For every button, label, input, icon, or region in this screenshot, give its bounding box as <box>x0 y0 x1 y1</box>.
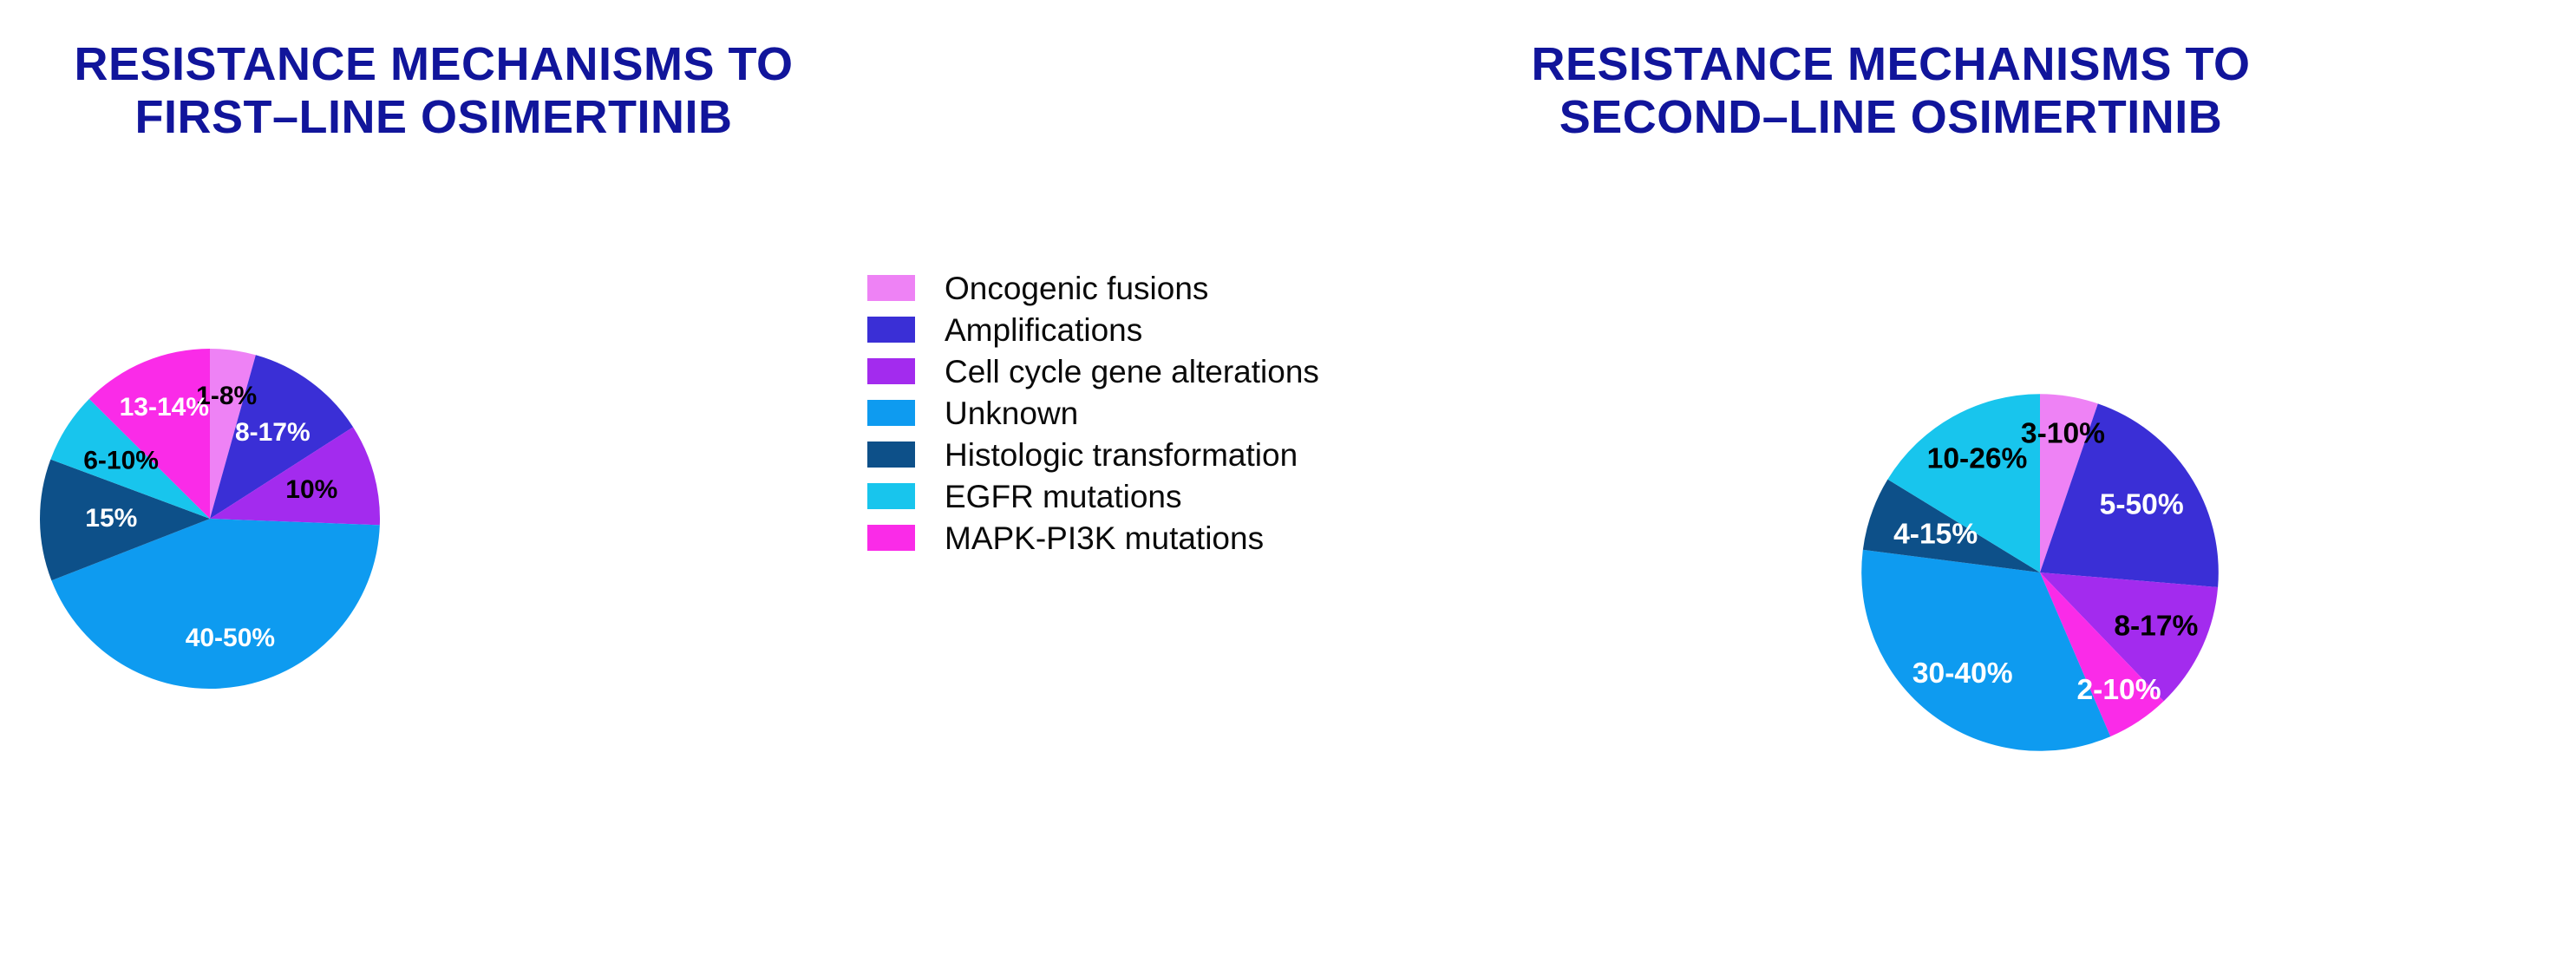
pie-slice <box>2040 394 2098 572</box>
pie-slice <box>1861 549 2111 751</box>
pie-chart-second-line: 3-10% 5-50% 8-17% 2-10% 30-40% 4-15% 10-26% <box>1858 390 2222 755</box>
pie-slice-label: 5-50% <box>2100 488 2184 520</box>
legend-item-label: Amplifications <box>945 311 1143 348</box>
pie-slice <box>2040 572 2164 737</box>
pie-slice-label: 15% <box>85 504 137 533</box>
pie-slice <box>210 427 381 526</box>
legend-item-label: MAPK-PI3K mutations <box>945 520 1265 556</box>
legend-item: Cell cycle gene alterations <box>867 354 1319 389</box>
legend-swatch-icon <box>867 483 915 509</box>
legend-item: MAPK-PI3K mutations <box>867 520 1319 555</box>
legend-item-label: EGFR mutations <box>945 478 1182 514</box>
legend-swatch-icon <box>867 275 915 301</box>
pie-slice <box>51 519 380 690</box>
pie-slice-label: 2-10% <box>2077 674 2161 706</box>
legend-item: Oncogenic fusions <box>867 271 1319 305</box>
pie-slice-label: 6-10% <box>83 446 159 474</box>
pie-slice <box>210 355 354 519</box>
pie-slice-label: 8-17% <box>2114 610 2198 642</box>
legend-item: Amplifications <box>867 312 1319 347</box>
pie-slice-label: 4-15% <box>1893 519 1978 551</box>
chart-title-first-line: RESISTANCE MECHANISMS TO FIRST–LINE OSIM… <box>74 38 794 143</box>
pie-slice <box>88 349 210 519</box>
pie-slice <box>2040 572 2219 702</box>
legend-item: Unknown <box>867 396 1319 430</box>
pie-slice <box>39 459 210 581</box>
legend-swatch-icon <box>867 317 915 343</box>
pie-slice <box>50 398 210 519</box>
legend-item-label: Unknown <box>945 395 1079 431</box>
pie-slice-label: 30-40% <box>1912 657 2013 690</box>
pie-slice-label: 8-17% <box>235 418 311 447</box>
pie-slice <box>210 349 256 519</box>
legend-swatch-icon <box>867 525 915 551</box>
pie-slice <box>1887 394 2040 572</box>
pie-slice <box>1862 479 2040 572</box>
legend-item-label: Oncogenic fusions <box>945 270 1209 306</box>
pie-slice-label: 13-14% <box>120 393 209 422</box>
legend-item-label: Cell cycle gene alterations <box>945 353 1319 389</box>
pie-slice-label: 10% <box>285 475 337 504</box>
legend-swatch-icon <box>867 400 915 426</box>
legend-item: EGFR mutations <box>867 479 1319 513</box>
pie-slice <box>2040 403 2219 587</box>
pie-slice-label: 3-10% <box>2021 418 2105 450</box>
pie-chart-first-line: 1-8% 8-17% 10% 40-50% 15% 6-10% 13-14% <box>36 345 383 692</box>
legend-swatch-icon <box>867 358 915 384</box>
pie-slice-label: 1-8% <box>196 382 257 410</box>
legend-item: Histologic transformation <box>867 437 1319 472</box>
legend-swatch-icon <box>867 442 915 468</box>
chart-title-second-line: RESISTANCE MECHANISMS TO SECOND–LINE OSI… <box>1531 38 2251 143</box>
pie-slice-label: 40-50% <box>186 624 275 652</box>
legend-item-label: Histologic transformation <box>945 436 1298 473</box>
pie-slice-label: 10-26% <box>1927 443 2028 475</box>
